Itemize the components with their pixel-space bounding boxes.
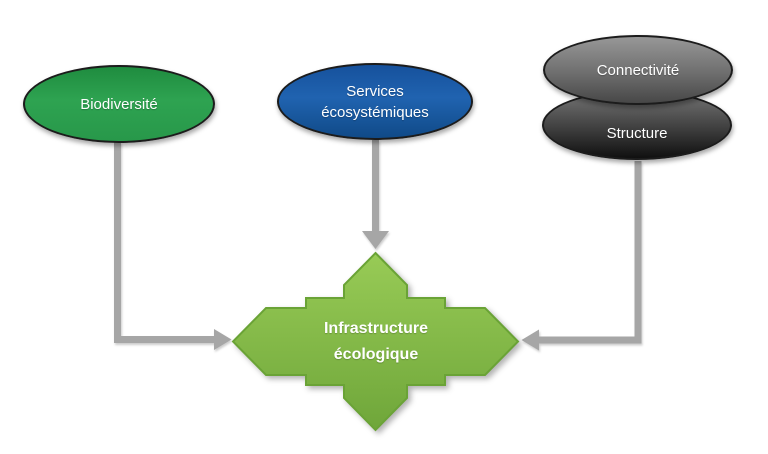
arrow-biodiversite-to-infrastructure	[114, 142, 214, 343]
biodiversite-label: Biodiversité	[80, 95, 158, 113]
node-connectivite: Connectivité	[543, 35, 733, 105]
infrastructure-label-line2: écologique	[333, 346, 419, 363]
arrowhead-down-icon	[362, 231, 389, 249]
infrastructure-label: Infrastructure écologique	[276, 316, 476, 368]
node-infrastructure-ecologique	[231, 251, 520, 432]
node-biodiversite: Biodiversité	[23, 65, 215, 143]
connectivite-label: Connectivité	[596, 61, 680, 79]
services-label-line1: Services	[346, 82, 404, 100]
infrastructure-label-line1: Infrastructure	[323, 320, 429, 337]
services-label-line2: écosystémiques	[321, 103, 429, 121]
arrowhead-right-icon	[214, 329, 232, 350]
arrows-layer	[114, 140, 642, 351]
structure-label: Structure	[606, 124, 668, 142]
arrow-structure-to-infrastructure	[539, 161, 642, 344]
node-services-ecosystemiques: Services écosystémiques	[277, 63, 473, 140]
stepped-cross-shape	[231, 251, 520, 432]
arrowhead-left-icon	[521, 329, 539, 351]
